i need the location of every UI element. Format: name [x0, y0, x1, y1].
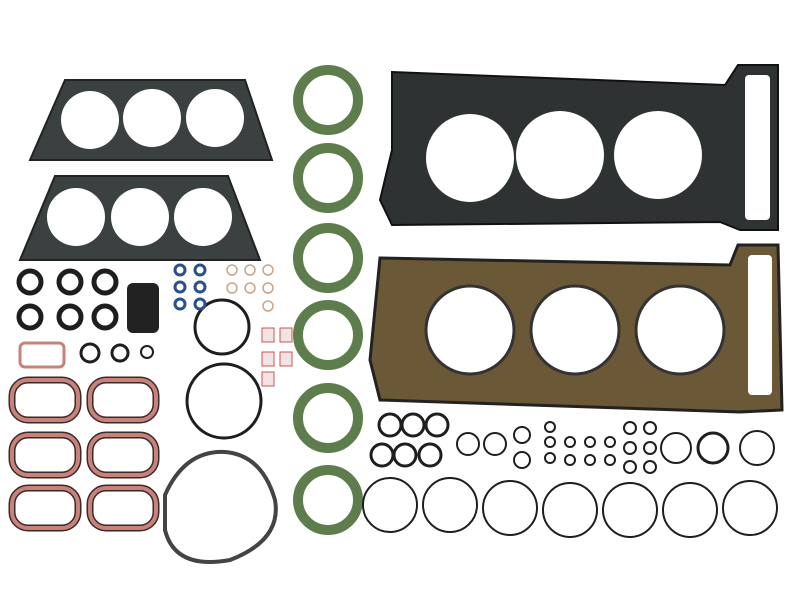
- o-ring: [542, 482, 598, 538]
- green-seal: [293, 223, 363, 293]
- o-ring: [56, 303, 84, 331]
- rubber-hose: [127, 283, 159, 333]
- o-ring: [584, 436, 596, 448]
- o-ring: [422, 477, 478, 533]
- o-ring: [140, 345, 154, 359]
- head-gasket-upper: [378, 64, 779, 231]
- packet: [261, 371, 275, 387]
- packet: [279, 351, 293, 367]
- o-ring: [482, 480, 538, 536]
- large-o-rings: [163, 298, 278, 564]
- o-ring: [16, 268, 44, 296]
- o-ring: [483, 432, 507, 456]
- o-ring: [584, 454, 596, 466]
- packet: [261, 351, 275, 367]
- blue-washer: [193, 280, 207, 294]
- copper-washer: [226, 264, 238, 276]
- blue-washer: [173, 297, 187, 311]
- o-ring: [16, 303, 44, 331]
- red-seal: [10, 433, 80, 477]
- copper-washer: [226, 282, 238, 294]
- copper-washer: [244, 282, 256, 294]
- blue-washer: [193, 263, 207, 277]
- o-ring: [564, 454, 576, 466]
- o-ring: [604, 436, 616, 448]
- o-ring: [544, 421, 556, 433]
- copper-washer: [262, 264, 274, 276]
- o-ring: [110, 343, 130, 363]
- o-ring: [643, 460, 657, 474]
- o-ring: [602, 482, 658, 538]
- red-seal: [88, 378, 158, 422]
- o-ring: [513, 426, 531, 444]
- o-ring: [79, 342, 101, 364]
- o-ring: [660, 432, 692, 464]
- green-seals: [293, 65, 363, 535]
- green-seal: [293, 465, 363, 535]
- o-ring: [643, 441, 657, 455]
- green-seal: [293, 300, 363, 370]
- blue-washer: [173, 263, 187, 277]
- o-ring: [362, 477, 418, 533]
- red-seal: [88, 486, 158, 530]
- o-ring: [456, 432, 480, 456]
- red-intake-seals: [8, 341, 160, 532]
- o-ring: [696, 431, 730, 465]
- green-seal: [293, 65, 363, 135]
- o-ring: [623, 441, 637, 455]
- o-ring: [604, 454, 616, 466]
- packet: [261, 327, 275, 343]
- o-ring: [544, 452, 556, 464]
- o-ring: [544, 436, 556, 448]
- red-seal: [10, 486, 80, 530]
- blue-washer: [173, 280, 187, 294]
- o-ring: [643, 421, 657, 435]
- red-seal: [88, 433, 158, 477]
- o-ring: [91, 268, 119, 296]
- o-ring: [564, 436, 576, 448]
- red-seal-small: [18, 341, 66, 369]
- o-ring: [722, 480, 778, 536]
- green-seal: [293, 383, 363, 453]
- red-seal: [10, 378, 80, 422]
- copper-washer: [262, 282, 274, 294]
- o-ring: [513, 451, 531, 469]
- packet: [279, 327, 293, 343]
- copper-washer: [244, 264, 256, 276]
- o-ring: [417, 442, 443, 468]
- o-ring: [424, 412, 450, 438]
- o-ring: [623, 421, 637, 435]
- o-ring: [91, 303, 119, 331]
- intake-gasket-upper: [28, 79, 274, 161]
- intake-gasket-lower: [18, 175, 262, 261]
- o-ring: [662, 482, 718, 538]
- copper-washer: [262, 300, 274, 312]
- head-gasket-lower: [368, 243, 784, 414]
- o-ring: [392, 442, 418, 468]
- o-ring: [623, 460, 637, 474]
- green-seal: [293, 143, 363, 213]
- o-ring: [400, 412, 426, 438]
- blue-washer: [193, 297, 207, 311]
- small-o-rings: [16, 263, 778, 538]
- o-ring: [739, 430, 775, 466]
- o-ring: [56, 268, 84, 296]
